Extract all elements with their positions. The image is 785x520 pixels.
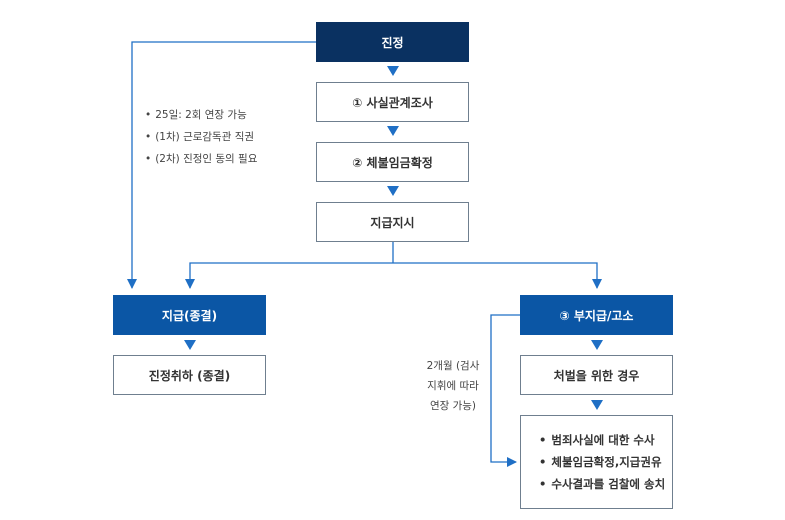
final-item: 범죄사실에 대한 수사: [539, 432, 654, 448]
arrow-confirm-to-order: [387, 186, 399, 196]
node-paid-closed: 지급(종결): [113, 295, 266, 335]
arrow-punish-to-final: [591, 400, 603, 410]
arrow-split-to-complaint: [393, 262, 602, 289]
note-line: 지휘에 따라: [427, 380, 479, 392]
final-item: 수사결과를 검찰에 송치: [539, 476, 665, 492]
arrow-complaint-to-final: [490, 314, 520, 467]
arrow-fact-to-confirm: [387, 126, 399, 136]
node-final-actions: 범죄사실에 대한 수사 체불임금확정,지급권유 수사결과를 검찰에 송치: [520, 415, 673, 509]
arrow-paid-to-withdraw: [184, 340, 196, 350]
node-fact-check: ① 사실관계조사: [316, 82, 469, 122]
node-punishment-case: 처벌을 위한 경우: [520, 355, 673, 395]
arrow-split-to-paid: [185, 262, 393, 289]
node-petition: 진정: [316, 22, 469, 62]
arrow-complaint-to-punish: [591, 340, 603, 350]
note-extension-rules: 25일: 2회 연장 가능 (1차) 근로감독관 직권 (2차) 진정인 동의 …: [145, 104, 257, 170]
final-item: 체불임금확정,지급권유: [539, 454, 661, 470]
arrow-petition-to-paid: [127, 41, 316, 289]
note-line: 25일: 2회 연장 가능: [145, 104, 257, 126]
node-unpaid-confirm: ② 체불임금확정: [316, 142, 469, 182]
node-unpaid-complaint: ③ 부지급/고소: [520, 295, 673, 335]
note-line: (1차) 근로감독관 직권: [145, 126, 257, 148]
node-withdraw-closed: 진정취하 (종결): [113, 355, 266, 395]
note-two-months: 2개월 (검사 지휘에 따라 연장 가능): [418, 356, 488, 416]
node-payment-order: 지급지시: [316, 202, 469, 242]
arrow-petition-to-fact: [387, 66, 399, 76]
note-line: (2차) 진정인 동의 필요: [145, 148, 257, 170]
note-line: 2개월 (검사: [426, 360, 480, 372]
note-line: 연장 가능): [429, 400, 477, 412]
